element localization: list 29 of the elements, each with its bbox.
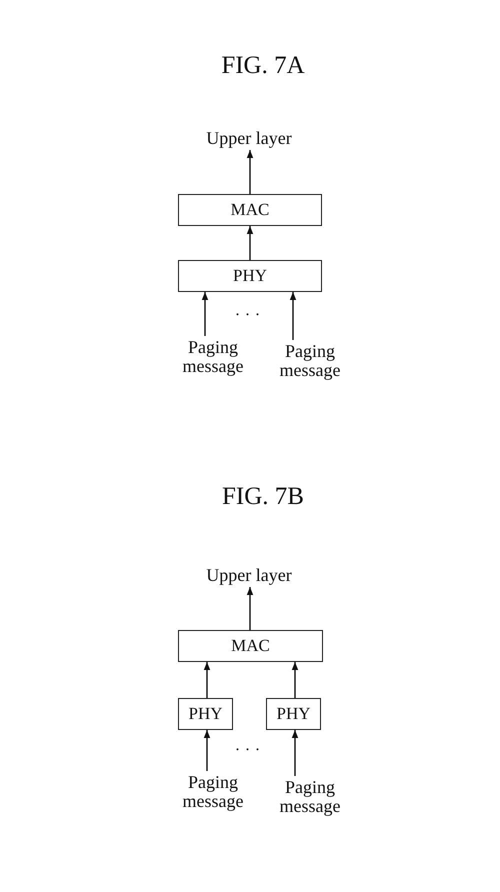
layer-name: PHY bbox=[276, 705, 310, 723]
arrow bbox=[292, 662, 298, 698]
figure-title: FIG. 7A bbox=[221, 52, 305, 80]
ellipsis: . . . bbox=[236, 302, 260, 320]
layer-box bbox=[178, 260, 322, 292]
arrow bbox=[246, 226, 254, 260]
layer-box bbox=[178, 194, 322, 226]
layer-box bbox=[266, 698, 321, 730]
ellipsis: . . . bbox=[236, 737, 260, 755]
layer-label: Paging message bbox=[182, 773, 244, 811]
layer-name: MAC bbox=[231, 637, 270, 655]
arrow bbox=[204, 662, 210, 698]
arrow bbox=[290, 292, 296, 340]
layer-name: PHY bbox=[188, 705, 222, 723]
arrow bbox=[204, 730, 210, 771]
layer-label: Paging message bbox=[182, 338, 244, 376]
layer-name: PHY bbox=[232, 267, 267, 285]
layer-label: Paging message bbox=[278, 778, 342, 816]
layer-label: Upper layer bbox=[206, 566, 292, 584]
arrow bbox=[246, 150, 254, 194]
arrow bbox=[202, 292, 208, 336]
arrow bbox=[246, 587, 254, 630]
layer-box bbox=[178, 630, 323, 662]
arrow bbox=[292, 730, 298, 776]
layer-name: MAC bbox=[230, 201, 270, 219]
layer-label: Paging message bbox=[278, 342, 342, 380]
layer-box bbox=[178, 698, 233, 730]
figure-title: FIG. 7B bbox=[222, 483, 304, 511]
layer-label: Upper layer bbox=[206, 128, 292, 148]
